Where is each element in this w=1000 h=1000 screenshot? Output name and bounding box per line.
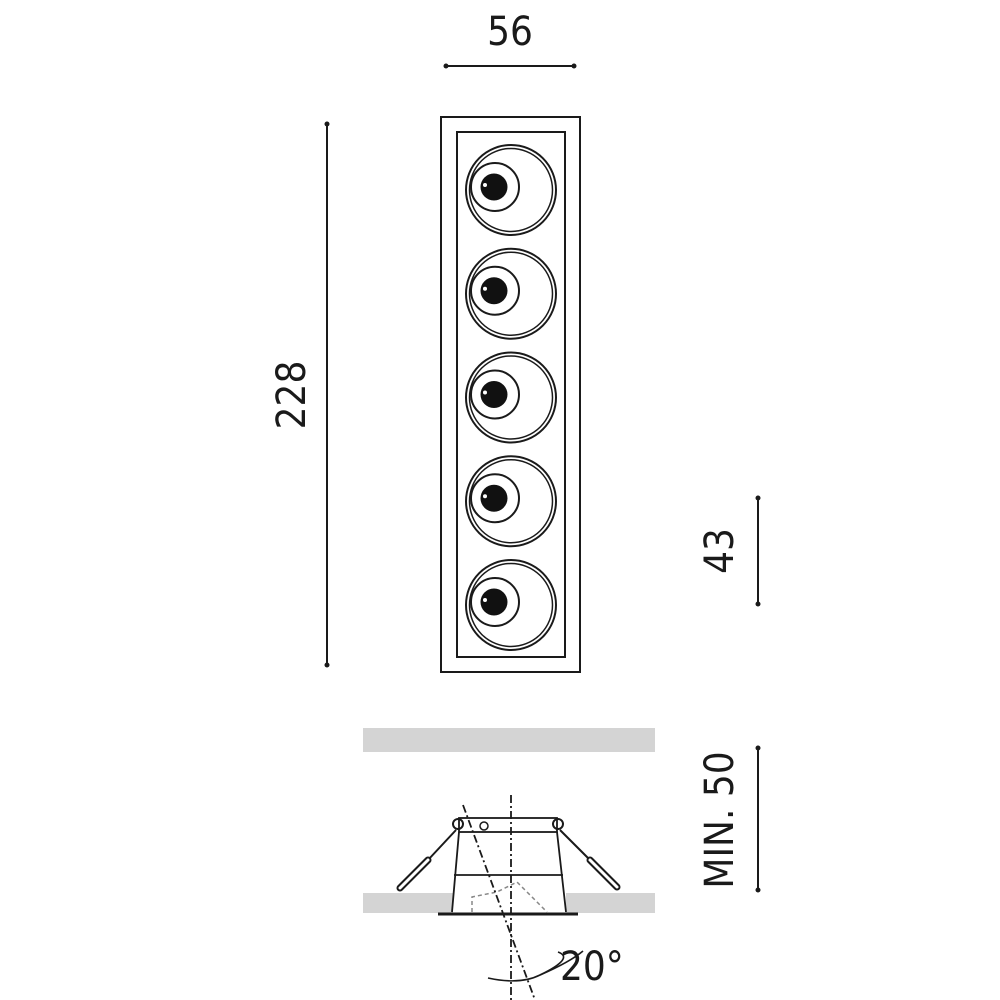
width-dimension: 56 bbox=[443, 9, 577, 69]
recess-label: MIN. 50 bbox=[697, 751, 743, 888]
lamp-module bbox=[465, 559, 557, 651]
height-label: 228 bbox=[269, 361, 315, 430]
module-dimension: 43 bbox=[697, 495, 761, 607]
module-label: 43 bbox=[697, 528, 743, 574]
tilted-axis bbox=[462, 804, 536, 1000]
recess-dimension: MIN. 50 bbox=[697, 745, 761, 893]
lens-icon bbox=[480, 277, 508, 305]
spring-clip-right bbox=[559, 829, 621, 891]
tilt-angle-label: 20° bbox=[560, 944, 624, 990]
lens-icon bbox=[480, 484, 508, 512]
lamp-module bbox=[465, 455, 557, 548]
lamp-module bbox=[465, 247, 557, 340]
lamp-module bbox=[465, 144, 557, 236]
width-label: 56 bbox=[487, 9, 533, 55]
ceiling-panel-right bbox=[566, 893, 655, 913]
lens-icon bbox=[480, 381, 508, 408]
lamp-module bbox=[465, 351, 557, 444]
lens-icon bbox=[480, 173, 508, 201]
lens-icon bbox=[480, 588, 508, 616]
spring-clip-left bbox=[396, 829, 457, 892]
height-dimension: 228 bbox=[269, 121, 330, 668]
fixture-side-section: 20° bbox=[363, 728, 655, 1000]
ceiling-slab bbox=[363, 728, 655, 752]
fixture-top-view bbox=[440, 116, 581, 673]
ceiling-panel-left bbox=[363, 893, 453, 913]
